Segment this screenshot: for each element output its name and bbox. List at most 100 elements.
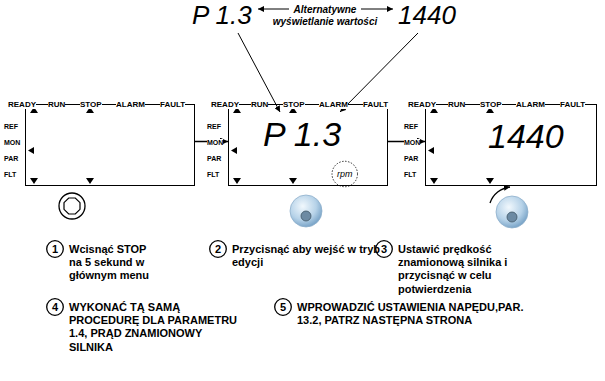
text-holder: PAR	[404, 147, 418, 165]
text-holder: 1440	[488, 119, 564, 153]
mode-label: REF	[4, 123, 18, 130]
text-holder: STOP	[480, 93, 502, 111]
mode-label: MON	[404, 139, 420, 146]
text-holder: 4	[46, 298, 64, 316]
panel-indicators	[26, 105, 196, 187]
step-number-circle: 4	[46, 298, 64, 316]
pointer-arrow	[258, 9, 289, 10]
indicator-triangle	[486, 178, 494, 184]
mode-label: MON	[207, 139, 223, 146]
step-instruction: Wcisnąć STOP na 5 sekund w głównym menu	[69, 243, 149, 281]
mode-label: FLT	[404, 171, 416, 178]
indicator-triangle	[233, 178, 241, 184]
text-holder: rpm	[337, 163, 353, 181]
rotate-arrow	[490, 187, 510, 203]
text-holder: READY	[8, 93, 36, 111]
knob-body	[290, 195, 322, 227]
step-instruction: WPROWADZIĆ USTAWIENIA NAPĘDU,PAR. 13.2, …	[297, 301, 524, 326]
text-holder: FAULT	[560, 93, 585, 111]
status-label: ALARM	[516, 100, 545, 109]
status-label: FAULT	[560, 100, 585, 109]
text-holder: STOP	[283, 93, 305, 111]
label-holder: Ustawić prędkość znamionową silnika i pr…	[398, 243, 523, 296]
step-number-circle: 2	[209, 240, 227, 258]
text-holder: ALARM	[516, 93, 545, 111]
display-panel: READYRUNSTOPALARMFAULTREFMONPARFLT	[25, 104, 195, 186]
text-holder: 1	[46, 240, 64, 258]
knob-icon	[490, 187, 528, 228]
text-holder: REF	[4, 115, 18, 133]
text-holder: RUN	[48, 93, 65, 111]
leader-line	[340, 33, 418, 112]
status-label: STOP	[283, 100, 305, 109]
text-holder: PAR	[4, 147, 18, 165]
status-label: ALARM	[319, 100, 348, 109]
callout-number: 4	[52, 302, 58, 313]
text-holder: FAULT	[160, 93, 185, 111]
step-number-circle: 1	[46, 240, 64, 258]
label-holder: Wcisnąć STOP na 5 sekund w głównym menu	[69, 243, 161, 283]
text-holder: RUN	[251, 93, 268, 111]
text-holder: REF	[404, 115, 418, 133]
label-holder: WYKONAĆ TĄ SAMĄ PROCEDURĘ DLA PARAMETRU …	[69, 301, 247, 354]
display-value: P 1.3	[263, 115, 341, 153]
status-label: STOP	[480, 100, 502, 109]
knob-icon	[290, 195, 322, 227]
text-holder: READY	[211, 93, 239, 111]
stop-button-icon	[59, 193, 85, 219]
label-holder: P 1.3	[192, 2, 252, 28]
mode-label: REF	[207, 123, 221, 130]
display-value: 1440	[398, 2, 456, 28]
status-label: STOP	[80, 100, 102, 109]
step-instruction: Ustawić prędkość znamionową silnika i pr…	[398, 243, 507, 295]
status-label: READY	[408, 100, 436, 109]
indicator-triangle	[231, 147, 237, 154]
indicator-triangle	[86, 178, 94, 184]
caption-note: Alternatywne wyświetlanie wartości	[273, 4, 378, 27]
text-holder: REF	[207, 115, 221, 133]
indicator-triangle	[430, 178, 438, 184]
unit-label: rpm	[337, 169, 353, 179]
text-holder: STOP	[80, 93, 102, 111]
text-holder: RUN	[448, 93, 465, 111]
stop-octagon	[64, 198, 80, 214]
indicator-triangle	[28, 147, 34, 154]
circle-outline	[47, 241, 64, 258]
text-holder: MON	[207, 131, 223, 149]
circle-outline	[210, 241, 227, 258]
text-holder: ALARM	[319, 93, 348, 111]
leader-line	[238, 33, 280, 112]
indicator-triangle	[289, 178, 297, 184]
text-holder: FLT	[4, 163, 16, 181]
button-rim	[59, 193, 85, 219]
dotted-ring	[332, 161, 358, 187]
step-number-circle: 5	[274, 298, 292, 316]
status-label: RUN	[448, 100, 465, 109]
status-label: FAULT	[363, 100, 388, 109]
status-label: ALARM	[116, 100, 145, 109]
text-holder: ALARM	[116, 93, 145, 111]
label-holder: Alternatywne wyświetlanie wartości	[269, 4, 381, 28]
display-panel: READYRUNSTOPALARMFAULTREFMONPARFLT1440	[425, 104, 597, 186]
mode-label: PAR	[4, 155, 18, 162]
circle-outline	[47, 299, 64, 316]
circle-outline	[275, 299, 292, 316]
callout-number: 5	[280, 302, 286, 313]
text-holder: MON	[4, 131, 20, 149]
text-holder: FLT	[404, 163, 416, 181]
text-holder: FAULT	[363, 93, 388, 111]
status-label: READY	[211, 100, 239, 109]
status-label: RUN	[48, 100, 65, 109]
mode-label: PAR	[207, 155, 221, 162]
label-holder: WPROWADZIĆ USTAWIENIA NAPĘDU,PAR. 13.2, …	[297, 301, 532, 327]
step-instruction: Przycisnąć aby wejść w tryb edycji	[232, 243, 380, 268]
callout-number: 3	[381, 244, 387, 255]
text-holder: MON	[404, 131, 420, 149]
knob-center	[507, 212, 517, 222]
display-value: P 1.3	[192, 2, 252, 28]
status-label: FAULT	[160, 100, 185, 109]
callout-number: 1	[52, 244, 58, 255]
callout-number: 2	[215, 244, 221, 255]
label-holder: Przycisnąć aby wejść w tryb edycji	[232, 243, 392, 269]
